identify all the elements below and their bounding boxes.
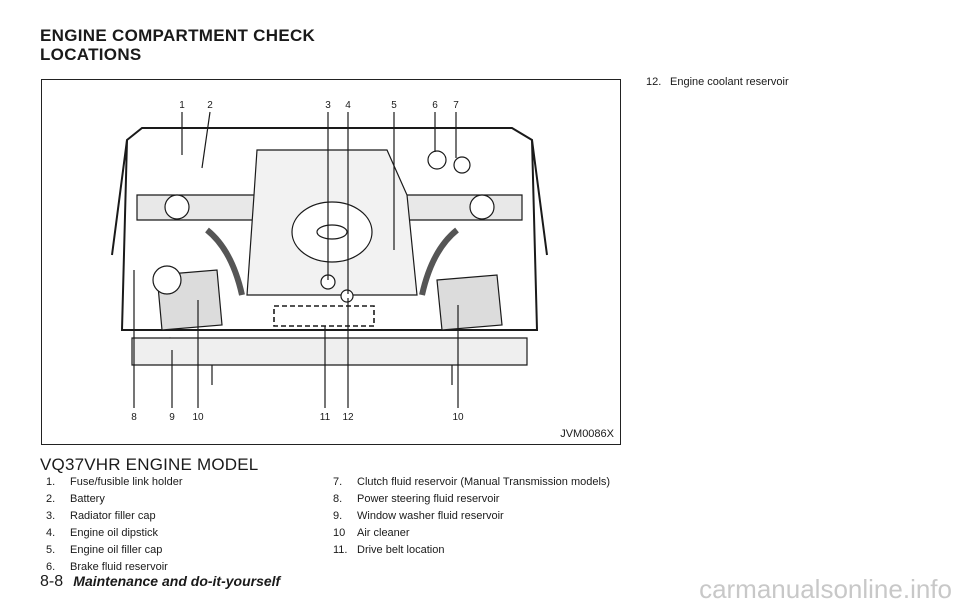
locations-list-left: 1.Fuse/fusible link holder 2.Battery 3.R… bbox=[46, 474, 286, 576]
list-item: 11.Drive belt location bbox=[333, 544, 445, 556]
list-item: 7.Clutch fluid reservoir (Manual Transmi… bbox=[333, 476, 611, 488]
list-item: 2.Battery bbox=[46, 493, 105, 505]
callout-5: 5 bbox=[391, 100, 397, 111]
section-name: Maintenance and do-it-yourself bbox=[73, 573, 281, 589]
engine-illustration: 1 2 3 4 5 6 7 8 9 10 11 12 10 bbox=[111, 100, 548, 423]
locations-list-middle: 7.Clutch fluid reservoir (Manual Transmi… bbox=[333, 474, 618, 559]
callout-6: 6 bbox=[432, 100, 438, 111]
list-item: 9.Window washer fluid reservoir bbox=[333, 510, 504, 522]
watermark: carmanualsonline.info bbox=[699, 574, 952, 604]
list-item: 3.Radiator filler cap bbox=[46, 510, 156, 522]
page-footer: 8-8 Maintenance and do-it-yourself bbox=[40, 573, 280, 591]
figure-code: JVM0086X bbox=[560, 428, 614, 440]
list-item: 12.Engine coolant reservoir bbox=[646, 76, 789, 88]
callout-3: 3 bbox=[325, 100, 331, 111]
title-line-1: ENGINE COMPARTMENT CHECK bbox=[40, 26, 316, 45]
locations-list-right: 12.Engine coolant reservoir bbox=[646, 74, 896, 91]
list-item: 1.Fuse/fusible link holder bbox=[46, 476, 183, 488]
page-number: 8-8 bbox=[40, 573, 64, 590]
list-item: 6.Brake fluid reservoir bbox=[46, 561, 168, 573]
callout-9: 9 bbox=[169, 412, 175, 423]
callout-8: 8 bbox=[131, 412, 137, 423]
list-item: 4.Engine oil dipstick bbox=[46, 527, 159, 539]
callout-2: 2 bbox=[207, 100, 213, 111]
callout-11: 11 bbox=[320, 412, 331, 423]
callout-10-right: 10 bbox=[452, 412, 464, 423]
page-title: ENGINE COMPARTMENT CHECK LOCATIONS bbox=[40, 26, 315, 64]
engine-compartment-figure: 1 2 3 4 5 6 7 8 9 10 11 12 10 JVM0086X bbox=[41, 79, 621, 445]
callout-1: 1 bbox=[179, 100, 185, 111]
callout-12: 12 bbox=[342, 412, 354, 423]
list-item: 5.Engine oil filler cap bbox=[46, 544, 163, 556]
callout-10-left: 10 bbox=[192, 412, 204, 423]
title-line-2: LOCATIONS bbox=[40, 45, 142, 64]
engine-model-heading: VQ37VHR ENGINE MODEL bbox=[40, 455, 259, 474]
callout-7: 7 bbox=[453, 100, 459, 111]
callout-4: 4 bbox=[345, 100, 351, 111]
list-item: 8.Power steering fluid reservoir bbox=[333, 493, 500, 505]
